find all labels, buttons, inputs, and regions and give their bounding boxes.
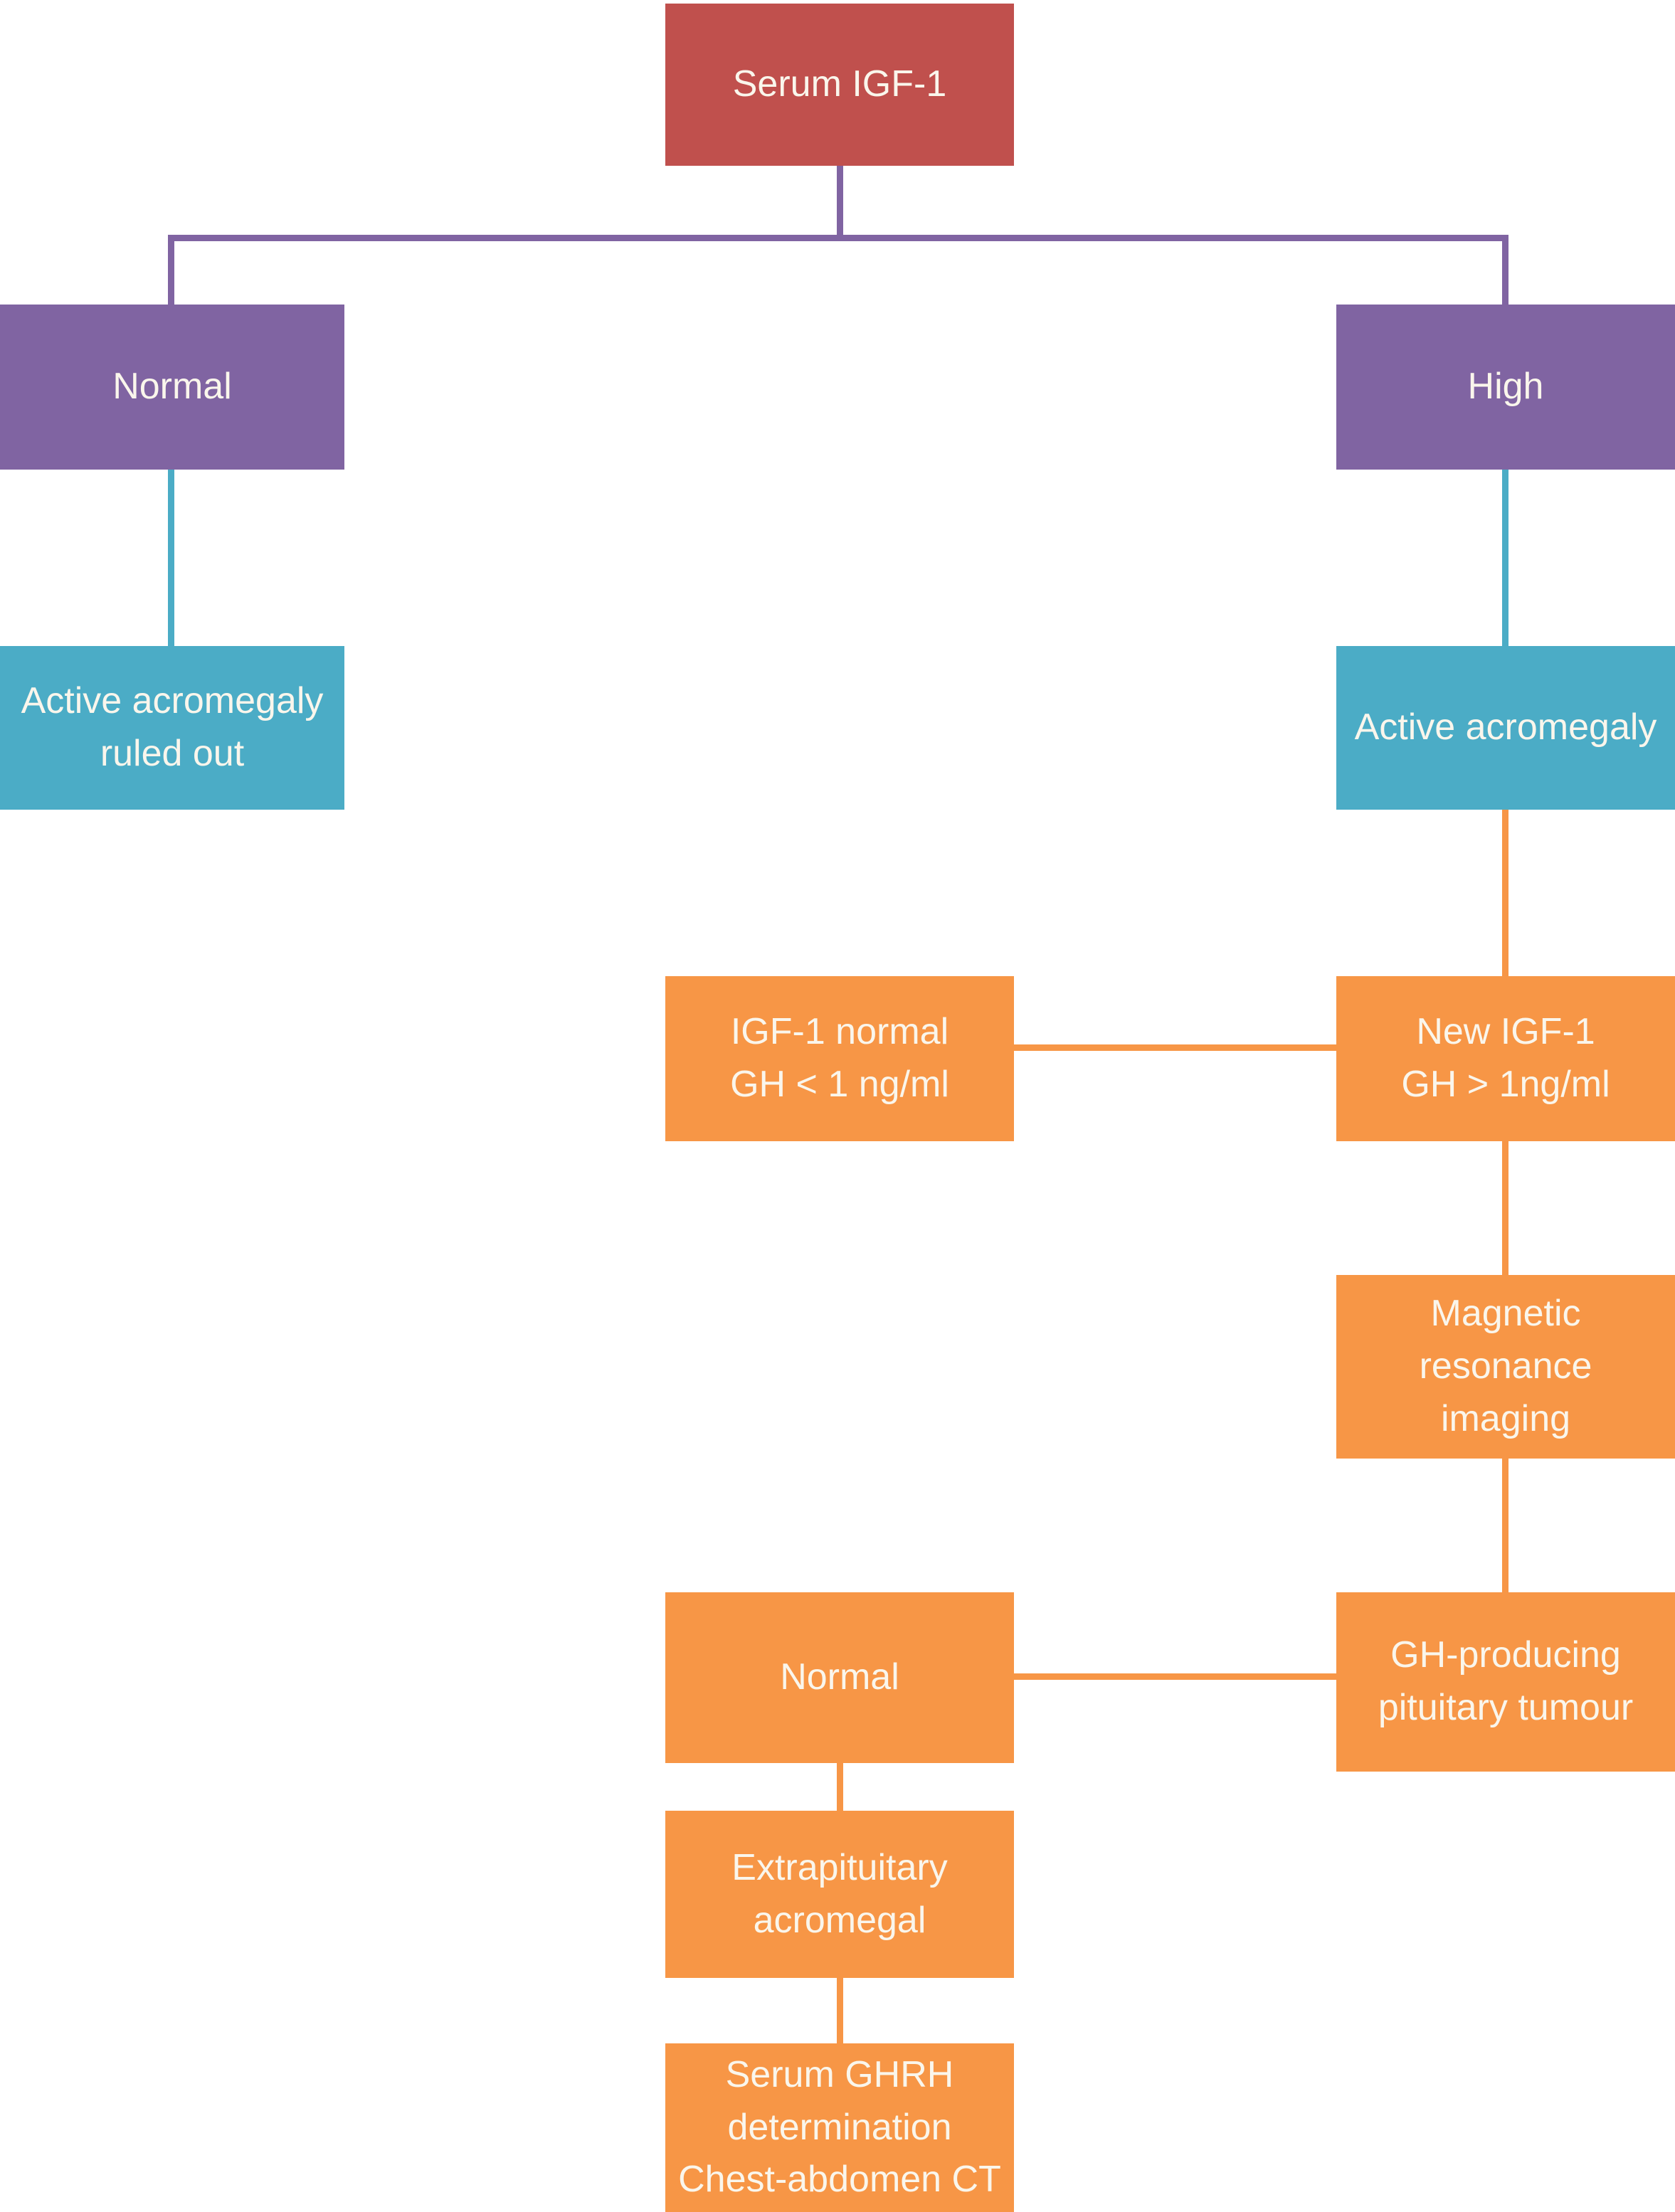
connector-extrapituitary-to-ghrh bbox=[837, 1978, 843, 2043]
connector-igf1-normal-to-new-igf1 bbox=[1014, 1044, 1336, 1051]
connector-root-down bbox=[837, 166, 843, 241]
connector-branch-horizontal bbox=[168, 235, 1508, 241]
node-gh-producing-pituitary-tumour: GH-producing pituitary tumour bbox=[1336, 1592, 1675, 1772]
connector-new-igf1-to-mri bbox=[1502, 1141, 1508, 1275]
node-serum-ghrh: Serum GHRH determination Chest-abdomen C… bbox=[665, 2043, 1014, 2212]
connector-normal-to-extrapituitary bbox=[837, 1763, 843, 1811]
node-igf1-normal: IGF-1 normal GH < 1 ng/ml bbox=[665, 976, 1014, 1141]
connector-high-to-active bbox=[1502, 470, 1508, 646]
node-mri-normal: Normal bbox=[665, 1592, 1014, 1763]
node-extrapituitary-acromegal: Extrapituitary acromegal bbox=[665, 1811, 1014, 1978]
connector-active-to-new-igf1 bbox=[1502, 810, 1508, 976]
connector-branch-right-down bbox=[1502, 235, 1508, 305]
connector-branch-left-down bbox=[168, 235, 174, 305]
connector-normal-to-gh-tumour bbox=[1014, 1673, 1336, 1680]
node-normal-branch: Normal bbox=[0, 305, 344, 470]
connector-normal-to-ruled-out bbox=[168, 470, 174, 646]
node-magnetic-resonance-imaging: Magnetic resonance imaging bbox=[1336, 1275, 1675, 1459]
node-high-branch: High bbox=[1336, 305, 1675, 470]
node-active-acromegaly-ruled-out: Active acromegaly ruled out bbox=[0, 646, 344, 810]
node-new-igf1: New IGF-1 GH > 1ng/ml bbox=[1336, 976, 1675, 1141]
node-active-acromegaly: Active acromegaly bbox=[1336, 646, 1675, 810]
connector-mri-to-gh-tumour bbox=[1502, 1459, 1508, 1592]
node-serum-igf1: Serum IGF-1 bbox=[665, 4, 1014, 166]
